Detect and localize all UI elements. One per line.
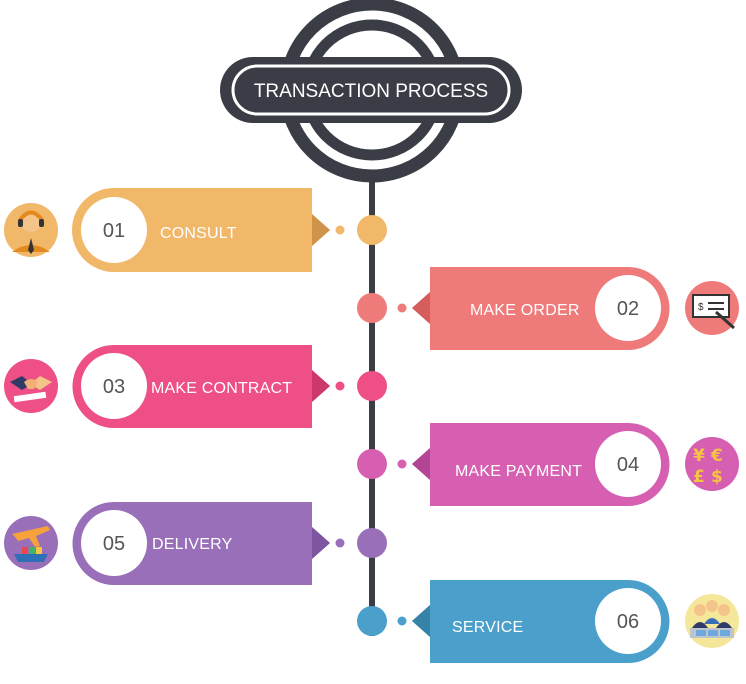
step-03-node [357, 371, 387, 401]
check-sign-icon: $ [685, 281, 739, 335]
step-02-number: 02 [617, 298, 639, 320]
step-06-node [357, 606, 387, 636]
step-01-number: 01 [103, 220, 125, 242]
step-01-label: CONSULT [160, 225, 237, 242]
svg-text:$: $ [698, 302, 704, 313]
step-02: 02 MAKE ORDER $ [357, 267, 739, 350]
plane-ship-icon [4, 516, 58, 570]
step-06-number: 06 [617, 611, 639, 633]
step-06-label: SERVICE [452, 619, 523, 636]
step-05: 05 DELIVERY [4, 502, 387, 585]
page-title: TRANSACTION PROCESS [254, 81, 488, 102]
team-icon [685, 594, 739, 648]
currency-icon: ¥ € £ $ [685, 437, 739, 491]
step-04-node [357, 449, 387, 479]
step-06: 06 SERVICE [357, 580, 739, 663]
handshake-icon [4, 359, 58, 413]
step-03-label: MAKE CONTRACT [151, 380, 292, 397]
consultant-icon [4, 203, 58, 257]
step-02-node [357, 293, 387, 323]
svg-text:$: $ [711, 467, 723, 487]
svg-text:€: € [710, 446, 723, 466]
step-02-label: MAKE ORDER [470, 302, 580, 319]
step-04-label: MAKE PAYMENT [455, 463, 582, 480]
step-05-number: 05 [103, 533, 125, 555]
step-04-number: 04 [617, 454, 639, 476]
header-emblem: TRANSACTION PROCESS [220, 0, 522, 183]
step-01-node [357, 215, 387, 245]
step-05-node [357, 528, 387, 558]
step-05-label: DELIVERY [152, 536, 233, 553]
step-01: 01 CONSULT [4, 188, 387, 272]
step-03-number: 03 [103, 376, 125, 398]
step-04: 04 MAKE PAYMENT ¥ € £ $ [357, 423, 739, 506]
step-03: 03 MAKE CONTRACT [4, 344, 387, 428]
svg-text:£: £ [693, 467, 705, 487]
svg-text:¥: ¥ [693, 446, 705, 466]
